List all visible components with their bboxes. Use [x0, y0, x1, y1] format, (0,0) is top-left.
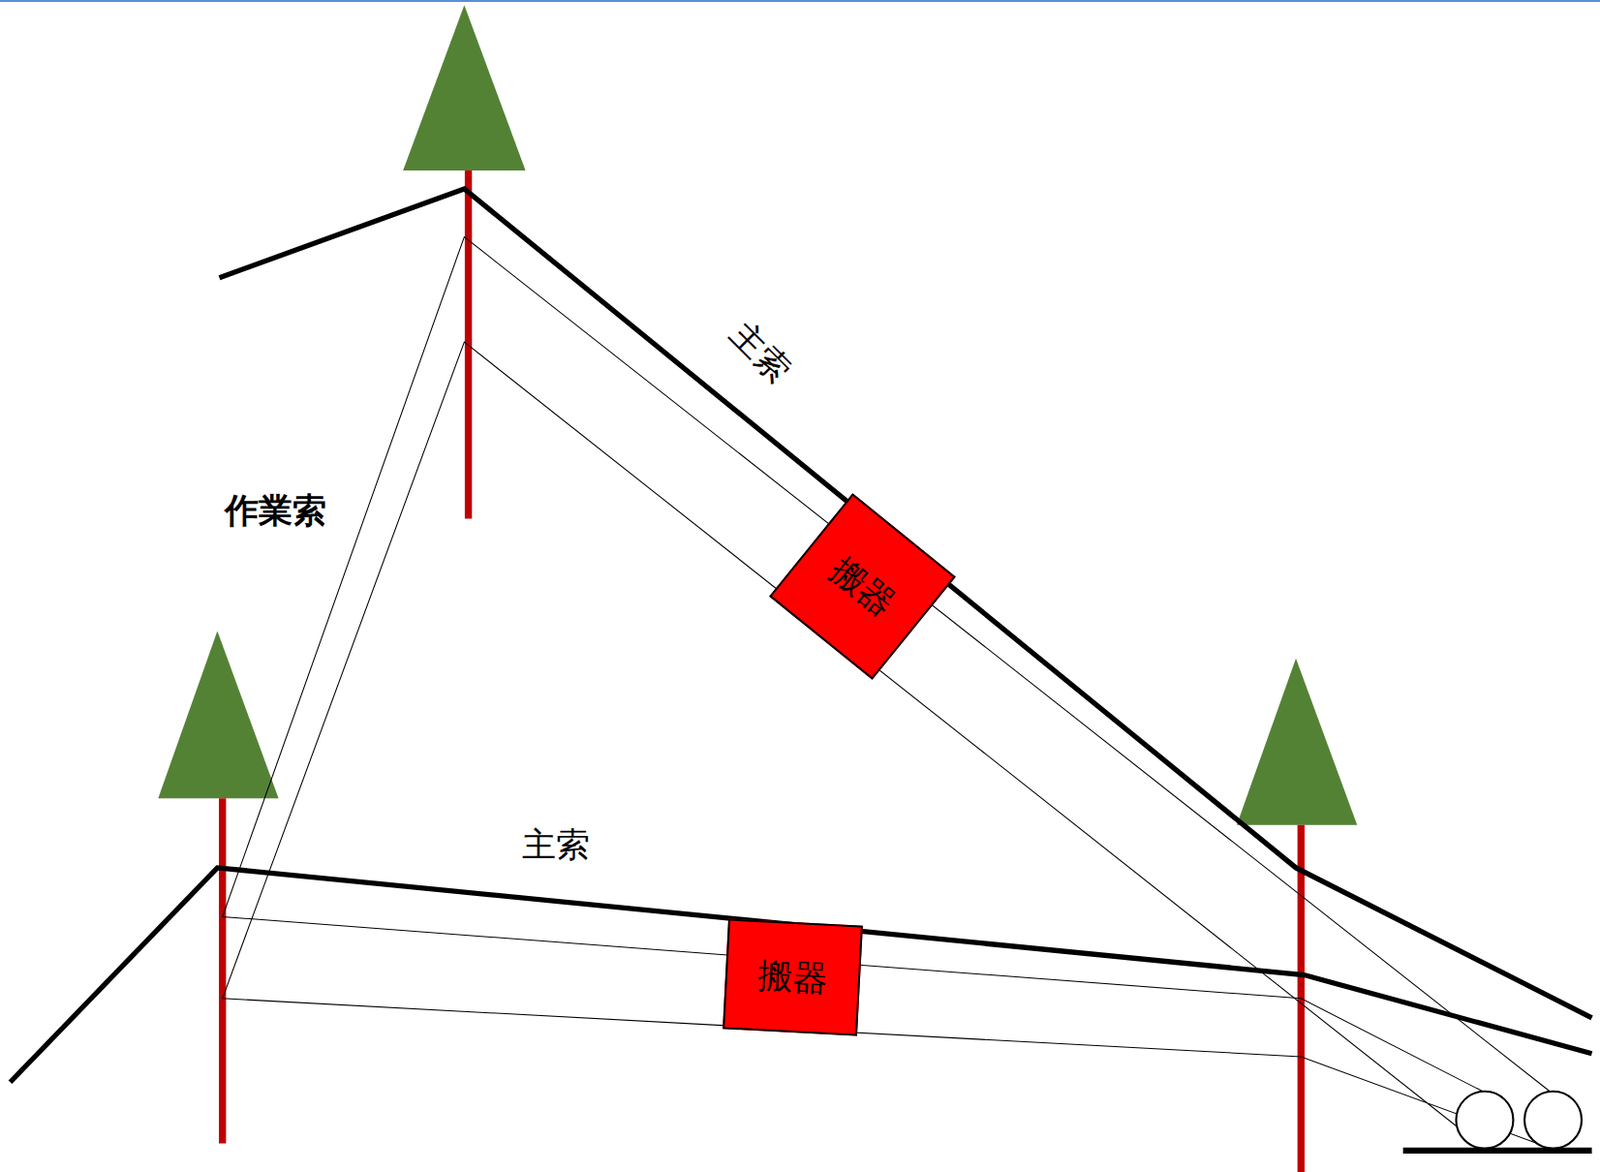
winch-drum: [1455, 1091, 1513, 1149]
carriage-label: 搬器: [823, 550, 902, 624]
winch-base: [1403, 1147, 1593, 1154]
cable-label: 主索: [522, 826, 590, 864]
tree-crown: [157, 630, 278, 799]
main-cable: [219, 188, 1593, 1018]
top-rule: [0, 0, 1600, 2]
tree-crown: [402, 4, 525, 171]
winch-drum: [1524, 1091, 1582, 1149]
cable-label: 作業索: [224, 492, 327, 530]
tree-trunk: [218, 798, 226, 1143]
tree-crown: [1236, 658, 1357, 826]
carriage-box: 搬器: [722, 919, 863, 1037]
tree-trunk: [464, 170, 472, 519]
carriage-label: 搬器: [757, 956, 830, 999]
carriage-box: 搬器: [769, 492, 956, 680]
work-rope: [222, 237, 1552, 1149]
main-cable: [10, 867, 1593, 1082]
cable-label: 主索: [723, 314, 799, 390]
